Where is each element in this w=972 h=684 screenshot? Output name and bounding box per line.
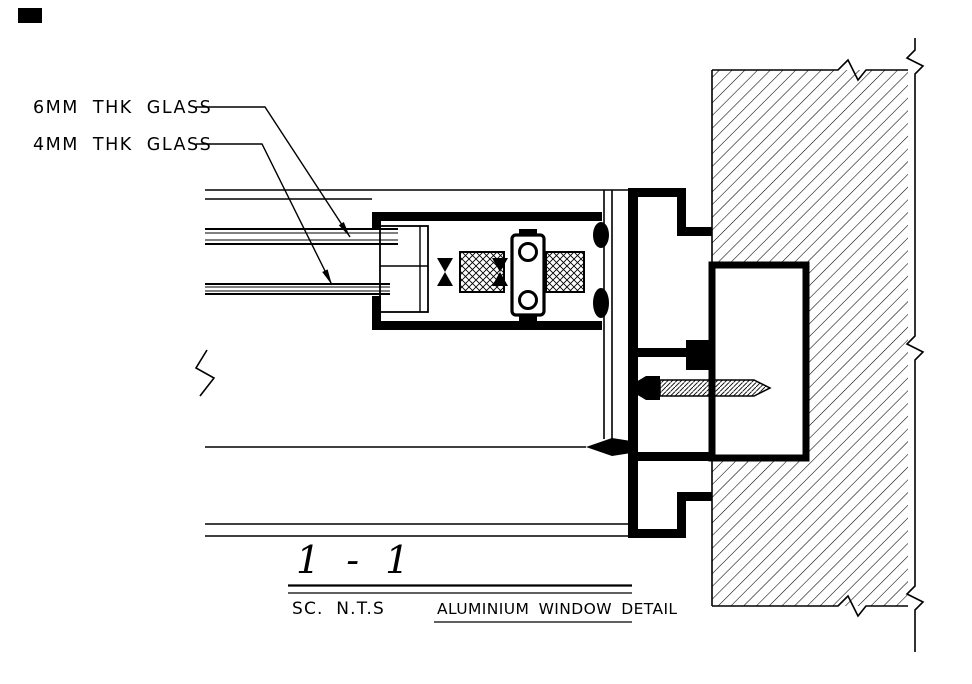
- title-block: 1 - 1 SC. N.T.S ALUMINIUM WINDOW DETAIL: [288, 538, 677, 623]
- screw-hole-bottom: [518, 290, 538, 310]
- window-band-lines: [194, 189, 638, 537]
- glass-6mm-label: 6MM THK GLASS: [33, 98, 212, 118]
- bead-inner-lines: [380, 226, 428, 312]
- leader-6mm: [196, 106, 351, 238]
- glass-4mm-inner-lines: [205, 286, 390, 292]
- leader-lines: [196, 106, 351, 286]
- screw-head: [636, 376, 660, 400]
- glazing-bead: [379, 225, 429, 313]
- glass-6mm-pane: [205, 228, 398, 245]
- left-break-mark: [194, 349, 216, 397]
- leader-4mm: [196, 143, 333, 286]
- screw-shaft: [659, 379, 772, 397]
- gasket-bottom: [593, 288, 609, 318]
- center-fixing-assembly: [437, 229, 585, 323]
- lower-gasket: [586, 438, 638, 456]
- scale-text: SC. N.T.S: [292, 599, 385, 619]
- glass-4mm-pane: [205, 283, 390, 295]
- wall-top-edge-with-break: [712, 58, 908, 82]
- setting-block-left: [459, 251, 505, 293]
- glass-4mm-label: 4MM THK GLASS: [33, 135, 212, 155]
- leader-6mm-arrowhead: [338, 222, 350, 237]
- wall-boundary-break-line: [905, 38, 925, 652]
- drawing-title-text: ALUMINIUM WINDOW DETAIL: [437, 600, 677, 618]
- anchor-screw: [636, 376, 772, 400]
- packing-block: [708, 261, 810, 462]
- screw-hole-top: [518, 242, 538, 262]
- leader-4mm-arrowhead: [322, 269, 332, 285]
- glass-6mm-inner-lines: [205, 232, 398, 241]
- sheet-corner-marker: [18, 8, 42, 23]
- mullion-profile: [628, 188, 712, 538]
- bead-outline: [379, 225, 429, 313]
- glazing-gaskets: [593, 222, 609, 318]
- wall-bottom-edge-with-break: [712, 594, 908, 618]
- setting-block-right: [545, 251, 585, 293]
- section-mark-text: 1 - 1: [296, 538, 416, 582]
- gasket-top: [593, 222, 609, 248]
- band-edge-lines: [205, 189, 628, 537]
- glass-panes: [205, 228, 398, 295]
